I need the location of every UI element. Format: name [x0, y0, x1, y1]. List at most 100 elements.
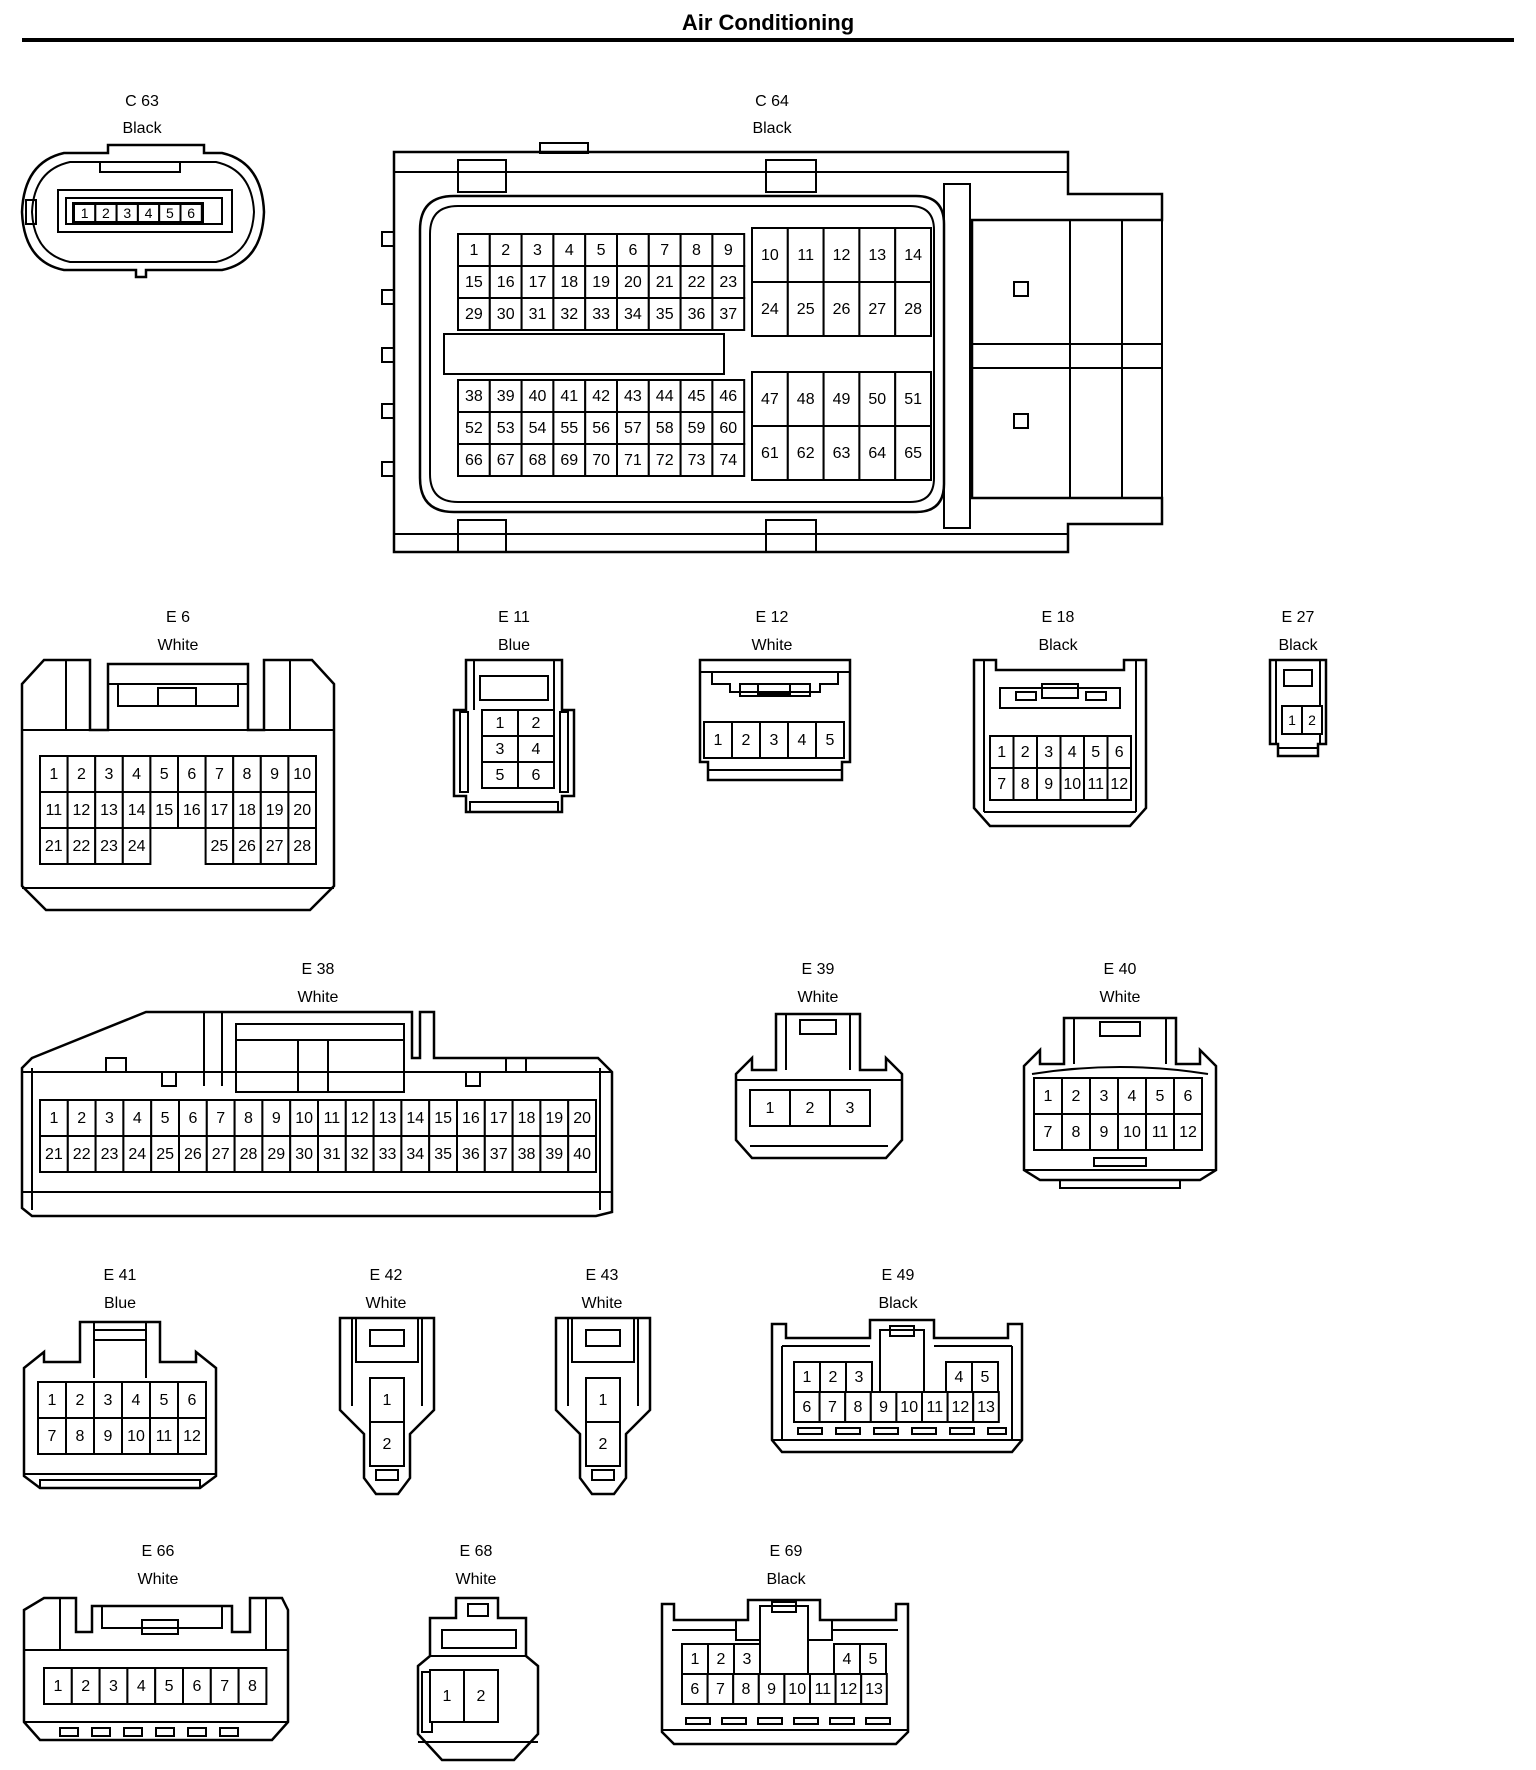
pin-number: 4 [1068, 744, 1077, 761]
pin-number: 5 [161, 1110, 170, 1127]
pin-number: 18 [560, 274, 578, 291]
pin-number: 6 [187, 205, 195, 221]
pin-cavity-c64-71 [616, 443, 650, 477]
pin-number: 8 [854, 1399, 863, 1416]
pin-cavity-c64-50 [858, 371, 897, 427]
pin-number: 2 [1308, 712, 1316, 728]
pin-number: 28 [240, 1146, 258, 1163]
pin-number: 5 [869, 1651, 878, 1668]
pin-number: 29 [465, 306, 483, 323]
pin-cavity-e11-2 [517, 709, 555, 737]
pin-number: 5 [166, 205, 174, 221]
pin-number: 14 [406, 1110, 424, 1127]
pin-number: 4 [145, 205, 153, 221]
pin-number: 6 [1184, 1088, 1193, 1105]
pin-number: 27 [212, 1146, 230, 1163]
pin-cavity-e6-27 [259, 827, 290, 865]
pin-number: 20 [573, 1110, 591, 1127]
connector-color: Black [766, 1571, 806, 1588]
pin-number: 3 [496, 741, 505, 758]
pin-number: 6 [532, 767, 541, 784]
pin-number: 49 [833, 391, 851, 408]
pin-cavity-c64-69 [552, 443, 587, 477]
pin-number: 13 [868, 247, 886, 264]
pin-cavity-e12-5 [815, 721, 845, 759]
pin-number: 5 [496, 767, 505, 784]
connector-e38: E 38 White [20, 961, 614, 1218]
pin-cavity-e38-25 [150, 1135, 180, 1173]
pin-number: 19 [592, 274, 610, 291]
pin-number: 7 [220, 1678, 229, 1695]
pin-cavity-e39-1 [749, 1089, 791, 1127]
pin-cavity-e40-9 [1089, 1113, 1119, 1151]
pin-number: 18 [238, 802, 256, 819]
pin-number: 1 [714, 732, 723, 749]
pin-number: 16 [462, 1110, 480, 1127]
pin-cavity-e11-3 [481, 735, 519, 763]
pin-cavity-e6-25 [204, 827, 235, 865]
pin-number: 1 [1288, 712, 1296, 728]
pin-number: 12 [73, 802, 91, 819]
pin-cavity-e38-17 [483, 1099, 514, 1137]
pin-number: 11 [156, 1428, 173, 1445]
connector-color: Black [878, 1295, 918, 1312]
connector-color: Blue [104, 1295, 136, 1312]
pin-number: 10 [900, 1399, 918, 1416]
pin-number: 9 [1044, 776, 1053, 793]
pin-number: 4 [798, 732, 807, 749]
pin-cavity-e6-28 [287, 827, 317, 865]
pin-cavity-e69-2 [707, 1643, 735, 1675]
pin-number: 1 [997, 744, 1006, 761]
pin-number: 3 [846, 1100, 855, 1117]
pin-cavity-e38-1 [39, 1099, 69, 1137]
pin-number: 3 [109, 1678, 118, 1695]
pin-number: 10 [1123, 1124, 1141, 1141]
connector-c64: C 64 Black [381, 93, 1164, 554]
pin-number: 33 [379, 1146, 397, 1163]
connector-id: E 27 [1282, 609, 1315, 626]
pin-number: 13 [100, 802, 118, 819]
connector-e6: E 6 White [20, 609, 336, 912]
pin-cavity-e12-1 [703, 721, 733, 759]
connector-e41: E 41 Blue [22, 1267, 218, 1490]
pin-cavity-e38-34 [400, 1135, 431, 1173]
pin-cavity-e38-26 [178, 1135, 208, 1173]
pin-number: 6 [192, 1678, 201, 1695]
pin-number: 71 [624, 452, 642, 469]
pin-cavity-e38-31 [317, 1135, 347, 1173]
pin-number: 63 [833, 445, 851, 462]
connector-color: Black [1278, 637, 1318, 654]
connector-id: E 43 [586, 1267, 619, 1284]
connector-id: E 42 [370, 1267, 403, 1284]
pin-number: 25 [797, 301, 815, 318]
connector-c63: C 63 Black [20, 93, 266, 279]
pin-cavity-e41-1 [37, 1381, 67, 1419]
pin-number: 19 [545, 1110, 563, 1127]
pin-number: 45 [688, 388, 706, 405]
pin-cavity-c64-38 [457, 379, 491, 413]
pin-cavity-e69-3 [733, 1643, 761, 1675]
pin-number: 17 [211, 802, 229, 819]
pin-number: 73 [688, 452, 706, 469]
pin-cavity-e66-7 [209, 1667, 240, 1705]
pin-number: 7 [216, 1110, 225, 1127]
pin-number: 1 [81, 205, 89, 221]
pin-cavity-c64-57 [616, 411, 650, 445]
pin-number: 9 [272, 1110, 281, 1127]
connector-color: White [366, 1295, 407, 1312]
pin-number: 11 [814, 1681, 831, 1698]
pin-cavity-e38-7 [205, 1099, 236, 1137]
pin-number: 3 [855, 1369, 864, 1386]
pin-number: 5 [165, 1678, 174, 1695]
pin-number: 2 [102, 205, 110, 221]
pin-cavity-c64-60 [711, 411, 746, 445]
pin-number: 14 [904, 247, 922, 264]
connector-id: E 68 [460, 1543, 493, 1560]
pin-number: 4 [133, 1110, 142, 1127]
pin-number: 36 [688, 306, 706, 323]
pin-number: 10 [788, 1681, 806, 1698]
pin-cavity-e40-2 [1061, 1077, 1091, 1115]
pin-cavity-c64-33 [584, 297, 619, 331]
pin-cavity-c64-28 [894, 281, 933, 337]
connector-e42: E 42 White [338, 1267, 436, 1496]
